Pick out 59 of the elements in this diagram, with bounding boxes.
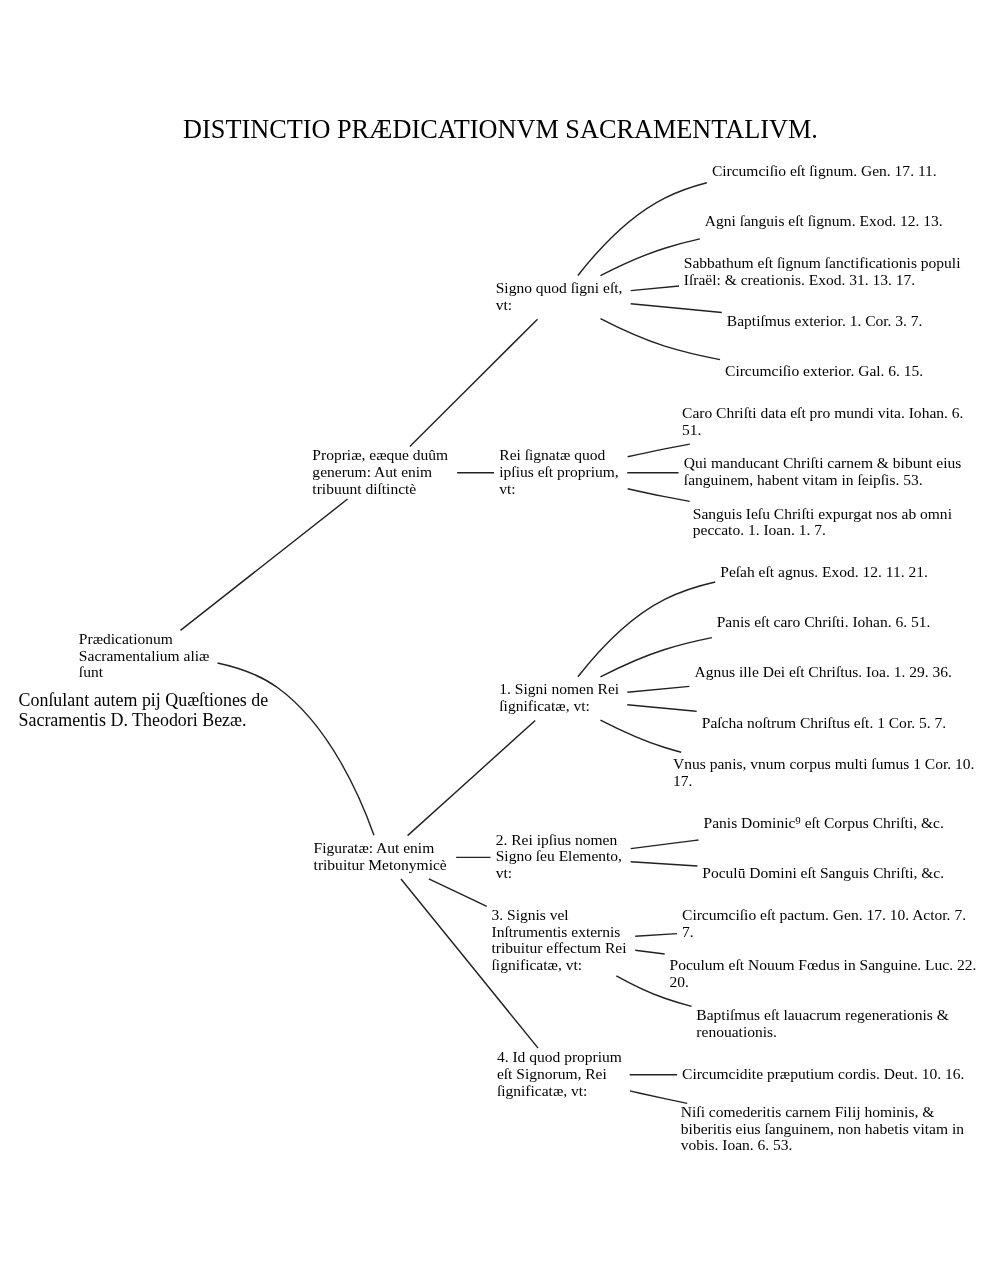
node-text: Circumciſio eſt ſignum. Gen. 17. 11.	[711, 161, 937, 179]
node-text: Caro Chriſti data eſt pro mundi vita. Iohan. 6. 51.	[681, 404, 963, 439]
node-text: Circumcidite præputium cordis. Deut. 10. 16.	[681, 1064, 964, 1082]
connector	[576, 182, 707, 277]
node-text: Paſcha noſtrum Chriſtus eſt. 1 Cor. 5. 7.	[701, 713, 946, 731]
node-text: Baptiſmus exterior. 1. Cor. 3. 7.	[726, 312, 923, 330]
node-text: 2. Rei ipſius nomen Signo ſeu Elemento, vt:	[495, 830, 622, 882]
node-text: Niſi comederitis carnem Filij hominis, & biberitis eius ſanguinem, non habetis vitam in vobis. Ioan. 6. 53.	[680, 1103, 964, 1154]
connector	[626, 472, 679, 474]
node-text: Sabbathum eſt ſignum ſanctificationis populi Iſraël: & creationis. Exod. 31. 13. 17.	[683, 253, 960, 288]
connector	[576, 581, 716, 678]
connector	[615, 975, 692, 1008]
connector	[179, 498, 348, 632]
connector	[454, 856, 491, 859]
connector	[626, 443, 690, 458]
connector	[629, 839, 699, 850]
node-text: Peſah eſt agnus. Exod. 12. 11. 21.	[719, 563, 928, 581]
connector	[629, 285, 680, 292]
connector	[599, 719, 682, 753]
connector	[408, 318, 538, 448]
node-text: Figuratæ: Aut enim tribuitur Metonymicè	[313, 839, 447, 873]
node-text: Panis eſt caro Chriſti. Iohan. 6. 51.	[716, 613, 930, 631]
node-text: Propriæ, eæque duûm generum: Aut enim tribuunt diſtinctè	[311, 446, 448, 497]
caption: Conſulant autem pij Quæſtiones de Sacramentis D. Theodori Bezæ.	[18, 689, 268, 730]
connector	[634, 949, 665, 955]
node-text: Signo quod ſigni eſt, vt:	[495, 278, 622, 313]
node-text: Poculum eſt Nouum Fœdus in Sanguine. Luc. 22. 20.	[669, 956, 976, 990]
node-text: Circumciſio exterior. Gal. 6. 15.	[724, 362, 923, 380]
node-text: Baptiſmus eſt lauacrum regenerationis & renouationis.	[695, 1006, 949, 1040]
connector	[406, 719, 536, 837]
node-text: 1. Signi nomen Rei ſignificatæ, vt:	[498, 680, 619, 714]
node-text: Qui manducant Chriſti carnem & bibunt eius ſanguinem, habent vitam in ſeipſis. 53.	[683, 454, 961, 489]
connector	[455, 472, 495, 474]
connector	[626, 487, 690, 503]
connector	[399, 878, 539, 1049]
node-text: 3. Signis vel Inſtrumentis externis tribuitur effectum Rei ſignificatæ, vt:	[491, 905, 627, 974]
connector	[427, 878, 487, 908]
connector	[216, 662, 375, 836]
connector	[626, 704, 697, 713]
node-text: Sanguis Ieſu Chriſti expurgat nos ab omni peccato. 1. Ioan. 1. 7.	[692, 504, 952, 539]
connector	[629, 861, 698, 867]
node-text: Vnus panis, vnum corpus multi ſumus 1 Cor. 10. 17.	[672, 755, 974, 790]
connector	[626, 685, 690, 693]
connector	[599, 238, 701, 277]
node-text: Agni ſanguis eſt ſignum. Exod. 12. 13.	[704, 211, 943, 229]
node-text: Poculū Domini eſt Sanguis Chriſti, &c.	[701, 864, 944, 882]
node-text: 4. Id quod proprium eſt Signorum, Rei ſignificatæ, vt:	[496, 1048, 622, 1099]
connector	[629, 303, 723, 314]
connector	[599, 636, 713, 678]
connector	[628, 1074, 678, 1076]
connector	[628, 1090, 688, 1105]
connector	[599, 318, 721, 361]
node-text: Agnus ille Dei eſt Chriſtus. Ioa. 1. 29. 36.	[694, 663, 952, 681]
connector	[634, 932, 678, 938]
node-text: Panis Dominic⁹ eſt Corpus Chriſti, &c.	[703, 813, 944, 831]
node-text: Prædicationum Sacramentalium aliæ ſunt	[78, 630, 209, 681]
node-text: Circumciſio eſt pactum. Gen. 17. 10. Actor. 7. 7.	[681, 905, 966, 940]
node-text: Rei ſignatæ quod ipſius eſt proprium, vt:	[498, 446, 619, 497]
diagram-title: DISTINCTIO PRÆDICATIONVM SACRAMENTALIVM.	[182, 114, 818, 144]
